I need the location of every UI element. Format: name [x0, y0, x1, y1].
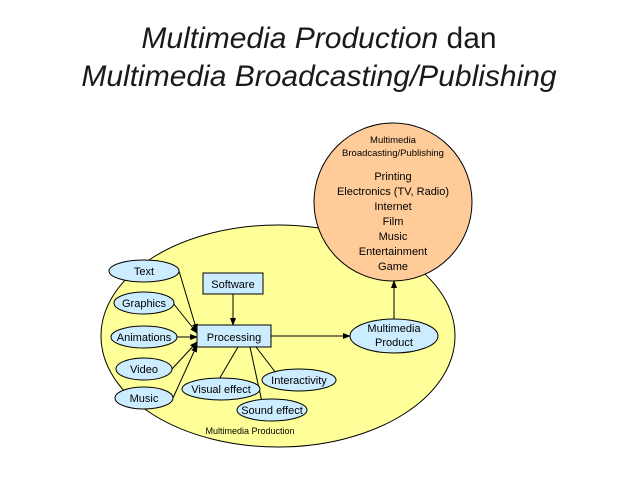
svg-text:Visual effect: Visual effect [191, 384, 251, 396]
svg-text:Software: Software [211, 279, 254, 291]
broadcast-item: Film [383, 216, 404, 228]
effect-node-visual: Visual effect [181, 377, 261, 401]
connector-text [178, 270, 198, 332]
connector-graphics [172, 302, 198, 334]
input-node-music: Music [114, 386, 174, 410]
product-node: Multimedia Product [349, 318, 439, 354]
connector-interactivity [255, 346, 277, 374]
effect-node-sound: Sound effect [236, 398, 308, 422]
broadcast-item: Printing [374, 171, 411, 183]
svg-text:Music: Music [130, 393, 159, 405]
title-line-2: Multimedia Broadcasting/Publishing [81, 60, 557, 93]
input-node-graphics: Graphics [113, 291, 175, 315]
input-node-video: Video [115, 357, 173, 381]
broadcast-item: Entertainment [359, 246, 427, 258]
svg-text:Graphics: Graphics [122, 298, 167, 310]
svg-text:Product: Product [375, 337, 413, 349]
input-node-animations: Animations [110, 325, 178, 349]
connectors [171, 270, 397, 403]
svg-text:Video: Video [130, 364, 158, 376]
svg-text:Multimedia: Multimedia [367, 323, 421, 335]
connector-music [172, 344, 198, 399]
processing-box: Processing [196, 324, 272, 348]
svg-text:Interactivity: Interactivity [271, 375, 327, 387]
svg-text:Processing: Processing [207, 332, 261, 344]
svg-text:Sound effect: Sound effect [241, 405, 303, 417]
software-box: Software [202, 272, 264, 295]
broadcast-header-line-2: Broadcasting/Publishing [342, 148, 444, 159]
effect-node-interactivity: Interactivity [261, 368, 337, 392]
effect-nodes: Visual effect Interactivity Sound effect [181, 368, 337, 422]
svg-text:Animations: Animations [117, 332, 172, 344]
connector-sound-effect [249, 346, 263, 403]
input-nodes: Text Graphics Animations Video Music [108, 259, 180, 410]
connector-visual-effect [217, 346, 239, 382]
broadcast-item: Music [379, 231, 408, 243]
input-node-text: Text [108, 259, 180, 283]
title-line-1: Multimedia Production dan [141, 22, 497, 55]
svg-text:Text: Text [134, 266, 154, 278]
broadcast-item: Internet [374, 201, 411, 213]
broadcast-items: Printing Electronics (TV, Radio) Interne… [337, 171, 449, 273]
broadcast-header-line-1: Multimedia [370, 135, 417, 146]
broadcast-item: Electronics (TV, Radio) [337, 186, 449, 198]
production-label: Multimedia Production [205, 426, 294, 436]
broadcast-item: Game [378, 261, 408, 273]
slide-title: Multimedia Production dan Multimedia Bro… [0, 20, 638, 96]
